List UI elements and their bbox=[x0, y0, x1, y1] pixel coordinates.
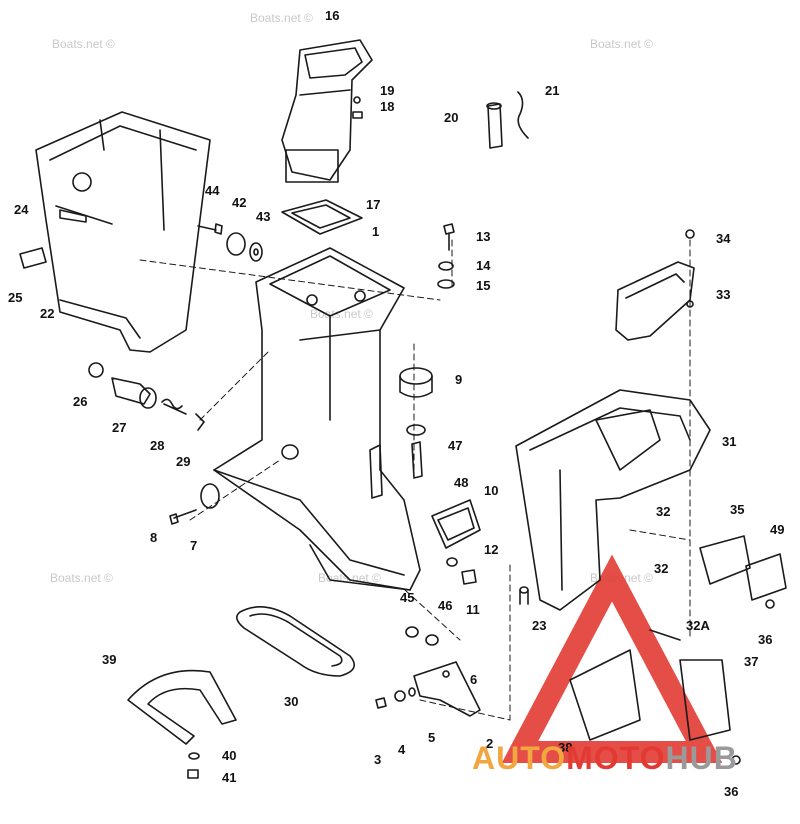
small-hardware-top bbox=[352, 91, 529, 149]
trim-bracket-part bbox=[375, 661, 481, 717]
callout-label: 45 bbox=[400, 590, 414, 605]
callout-label: 1 bbox=[372, 224, 379, 239]
callout-label: 27 bbox=[112, 420, 126, 435]
callout-label: 44 bbox=[205, 183, 220, 198]
callout-label: 13 bbox=[476, 229, 490, 244]
side-cowl-part bbox=[35, 111, 211, 353]
callout-label: 30 bbox=[284, 694, 298, 709]
watermark: Boats.net © bbox=[318, 571, 381, 585]
callout-label: 21 bbox=[545, 83, 559, 98]
callout-label: 33 bbox=[716, 287, 730, 302]
callout-label: 3 bbox=[374, 752, 381, 767]
washer-screw-bottom bbox=[187, 752, 200, 779]
watermark: Boats.net © bbox=[52, 37, 115, 51]
watermark: Boats.net © bbox=[310, 307, 373, 321]
mount-bracket-pair bbox=[699, 535, 787, 609]
callout-label: 38 bbox=[558, 740, 572, 755]
callout-label: 12 bbox=[484, 542, 498, 557]
callout-label: 47 bbox=[448, 438, 462, 453]
cover-plate-part bbox=[615, 229, 695, 341]
transom-clamp-parts bbox=[569, 629, 741, 765]
callout-label: 2 bbox=[486, 736, 493, 751]
callout-label: 7 bbox=[190, 538, 197, 553]
callout-label: 42 bbox=[232, 195, 246, 210]
callout-label: 14 bbox=[476, 258, 491, 273]
water-pickup-plate bbox=[431, 499, 481, 585]
horseshoe-seal-part bbox=[127, 669, 237, 745]
callout-label: 32 bbox=[656, 504, 670, 519]
bolt-washer-stack bbox=[437, 223, 455, 289]
nut-pair bbox=[405, 626, 439, 646]
mount-and-bolt bbox=[399, 367, 433, 479]
callout-label: 15 bbox=[476, 278, 490, 293]
callout-label: 20 bbox=[444, 110, 458, 125]
bottom-cowl-part bbox=[515, 389, 711, 611]
assembly-lines bbox=[139, 239, 691, 721]
callout-label: 6 bbox=[470, 672, 477, 687]
bolt-washer-set bbox=[197, 223, 263, 262]
callout-label: 36 bbox=[724, 784, 738, 799]
brand-part-auto: AUTO bbox=[472, 740, 567, 776]
callout-label: 25 bbox=[8, 290, 22, 305]
watermark: Boats.net © bbox=[250, 11, 313, 25]
callout-label: 22 bbox=[40, 306, 54, 321]
callout-label: 32A bbox=[686, 618, 710, 633]
watermark: Boats.net © bbox=[590, 37, 653, 51]
callout-label: 34 bbox=[716, 231, 731, 246]
callout-label: 43 bbox=[256, 209, 270, 224]
callout-label: 9 bbox=[455, 372, 462, 387]
callout-label: 17 bbox=[366, 197, 380, 212]
callout-label: 18 bbox=[380, 99, 394, 114]
callout-label: 48 bbox=[454, 475, 468, 490]
callout-label: 35 bbox=[730, 502, 744, 517]
callout-label: 28 bbox=[150, 438, 164, 453]
bumper-and-screw bbox=[169, 483, 220, 525]
decal-part bbox=[19, 247, 47, 269]
callout-label: 11 bbox=[466, 602, 480, 617]
callout-label: 32 bbox=[654, 561, 668, 576]
brand-part-moto: MOTO bbox=[566, 740, 666, 776]
callout-label: 24 bbox=[14, 202, 29, 217]
brand-logo-icon bbox=[501, 554, 723, 763]
callout-label: 5 bbox=[428, 730, 435, 745]
brand-part-hub: HUB bbox=[665, 740, 738, 776]
callout-label: 29 bbox=[176, 454, 190, 469]
driveshaft-housing-part bbox=[213, 247, 421, 591]
callout-label: 16 bbox=[325, 8, 339, 23]
callout-label: 39 bbox=[102, 652, 116, 667]
callout-label: 19 bbox=[380, 83, 394, 98]
callout-label: 41 bbox=[222, 770, 236, 785]
callout-label: 23 bbox=[532, 618, 546, 633]
callout-label: 8 bbox=[150, 530, 157, 545]
callout-label: 10 bbox=[484, 483, 498, 498]
shift-linkage-parts bbox=[88, 362, 205, 431]
callout-label: 46 bbox=[438, 598, 452, 613]
callout-layer: 16 19 18 21 20 44 42 43 17 1 13 14 15 24… bbox=[8, 8, 784, 799]
exhaust-tube-part bbox=[281, 39, 373, 183]
callout-label: 37 bbox=[744, 654, 758, 669]
callout-label: 31 bbox=[722, 434, 736, 449]
pin-part bbox=[519, 586, 529, 605]
callout-label: 40 bbox=[222, 748, 236, 763]
brand-wordmark: AUTOMOTOHUB bbox=[472, 740, 738, 777]
callout-label: 49 bbox=[770, 522, 784, 537]
callout-label: 36 bbox=[758, 632, 772, 647]
ring-gasket-part bbox=[236, 606, 356, 677]
callout-label: 4 bbox=[398, 742, 406, 757]
callout-label: 26 bbox=[73, 394, 87, 409]
watermark: Boats.net © bbox=[50, 571, 113, 585]
gasket-part bbox=[281, 199, 363, 235]
